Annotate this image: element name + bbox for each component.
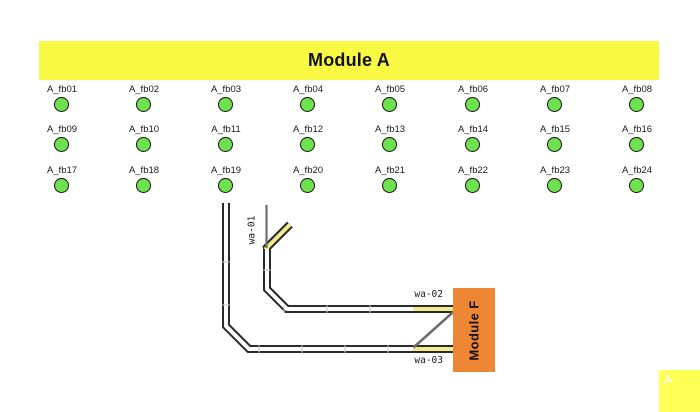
feedthrough-label-A_fb12: A_fb12: [292, 124, 324, 135]
feedthrough-label-A_fb14: A_fb14: [457, 124, 489, 135]
feedthrough-led-A_fb12: [300, 137, 315, 152]
feedthrough-led-A_fb03: [218, 97, 233, 112]
feedthrough-led-A_fb07: [547, 97, 562, 112]
feedthrough-label-A_fb17: A_fb17: [46, 165, 78, 176]
feedthrough-led-A_fb21: [382, 178, 397, 193]
wire-wa-03-outline: [222, 203, 456, 353]
feedthrough-led-A_fb01: [54, 97, 69, 112]
module-a-header: Module A: [39, 41, 659, 80]
stub-wa03-to-module-f: [412, 308, 457, 349]
feedthrough-label-A_fb08: A_fb08: [621, 84, 653, 95]
feedthrough-led-A_fb24: [629, 178, 644, 193]
feedthrough-label-A_fb21: A_fb21: [374, 165, 406, 176]
feedthrough-label-A_fb18: A_fb18: [128, 165, 160, 176]
feedthrough-label-A_fb20: A_fb20: [292, 165, 324, 176]
feedthrough-led-A_fb04: [300, 97, 315, 112]
feedthrough-label-A_fb01: A_fb01: [46, 84, 78, 95]
feedthrough-led-A_fb05: [382, 97, 397, 112]
module-a-title: Module A: [308, 50, 390, 70]
feedthrough-label-A_fb15: A_fb15: [539, 124, 571, 135]
module-f-title: Module F: [466, 299, 482, 361]
feedthrough-led-A_fb02: [136, 97, 151, 112]
feedthrough-led-A_fb14: [465, 137, 480, 152]
feedthrough-label-A_fb19: A_fb19: [210, 165, 242, 176]
slide-marker-letter: A: [664, 373, 673, 387]
feedthrough-label-A_fb05: A_fb05: [374, 84, 406, 95]
wire-wa-01-highlight: [263, 223, 292, 251]
feedthrough-led-A_fb16: [629, 137, 644, 152]
feedthrough-led-A_fb11: [218, 137, 233, 152]
wire-label-wa-02: wa-02: [414, 289, 443, 300]
feedthrough-led-A_fb20: [300, 178, 315, 193]
feedthrough-led-A_fb18: [136, 178, 151, 193]
feedthrough-label-A_fb16: A_fb16: [621, 124, 653, 135]
feedthrough-label-A_fb02: A_fb02: [128, 84, 160, 95]
wire-label-wa-01: wa-01: [246, 215, 258, 245]
wire-wa-03-core: [224, 203, 456, 351]
feedthrough-led-A_fb06: [465, 97, 480, 112]
feedthrough-label-A_fb06: A_fb06: [457, 84, 489, 95]
feedthrough-label-A_fb10: A_fb10: [128, 124, 160, 135]
feedthrough-led-A_fb13: [382, 137, 397, 152]
wire-wa-02-core: [265, 247, 456, 311]
feedthrough-label-A_fb24: A_fb24: [621, 165, 653, 176]
feedthrough-led-A_fb23: [547, 178, 562, 193]
feedthrough-led-A_fb10: [136, 137, 151, 152]
feedthrough-label-A_fb03: A_fb03: [210, 84, 242, 95]
slide-marker: A: [659, 370, 700, 412]
feedthrough-led-A_fb17: [54, 178, 69, 193]
feedthrough-led-A_fb22: [465, 178, 480, 193]
feedthrough-led-A_fb09: [54, 137, 69, 152]
feedthrough-led-A_fb19: [218, 178, 233, 193]
feedthrough-label-A_fb04: A_fb04: [292, 84, 324, 95]
wire-label-wa-03: wa-03: [414, 355, 443, 366]
feedthrough-led-A_fb15: [547, 137, 562, 152]
feedthrough-label-A_fb22: A_fb22: [457, 165, 489, 176]
feedthrough-led-A_fb08: [629, 97, 644, 112]
feedthrough-label-A_fb07: A_fb07: [539, 84, 571, 95]
feedthrough-label-A_fb11: A_fb11: [211, 124, 241, 135]
feedthrough-label-A_fb13: A_fb13: [374, 124, 406, 135]
feedthrough-label-A_fb23: A_fb23: [539, 165, 571, 176]
module-f-box: Module F: [453, 288, 495, 372]
feedthrough-label-A_fb09: A_fb09: [46, 124, 78, 135]
